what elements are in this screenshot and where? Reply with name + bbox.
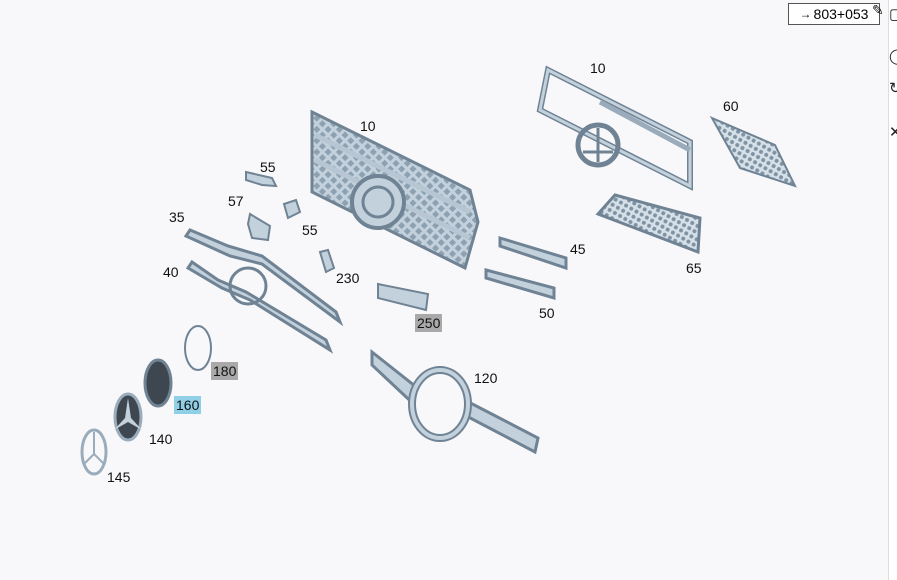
arrow-right-icon: →: [799, 7, 812, 21]
mesh-insert-part-60[interactable]: [709, 115, 797, 188]
trim-emblem-ring: [228, 266, 268, 306]
callout-65[interactable]: 65: [686, 260, 702, 276]
callout-57[interactable]: 57: [228, 193, 244, 209]
callout-55-upper[interactable]: 55: [260, 159, 276, 175]
callout-50[interactable]: 50: [539, 305, 555, 321]
zoom-icon[interactable]: ◯: [889, 48, 897, 66]
edit-icon[interactable]: ✎: [872, 2, 884, 18]
bracket-part-230[interactable]: [318, 248, 336, 274]
trim-strip-part-50[interactable]: [484, 268, 556, 301]
lower-mesh-part-65[interactable]: [595, 193, 702, 255]
callout-10-frame[interactable]: 10: [590, 60, 606, 76]
clip-part-55-lower[interactable]: [282, 198, 302, 220]
close-icon[interactable]: ✕: [889, 124, 897, 141]
ring-part-180[interactable]: [184, 325, 212, 371]
refresh-icon[interactable]: ↻: [889, 80, 897, 97]
reference-link-box[interactable]: → 803+053: [788, 3, 880, 25]
star-emblem-part-145[interactable]: [80, 428, 108, 476]
main-grille-part-10[interactable]: [310, 109, 480, 271]
callout-140[interactable]: 140: [149, 431, 173, 447]
callout-60[interactable]: 60: [723, 98, 739, 114]
callout-230[interactable]: 230: [336, 270, 360, 286]
callout-45[interactable]: 45: [570, 241, 586, 257]
trim-strip-part-35[interactable]: [183, 228, 344, 327]
star-emblem-part-140[interactable]: [113, 392, 143, 442]
trim-strip-part-45[interactable]: [498, 235, 568, 271]
callout-250[interactable]: 250: [415, 314, 443, 332]
callout-55-lower[interactable]: 55: [302, 222, 318, 238]
callout-10-main-grille[interactable]: 10: [360, 118, 376, 134]
callout-145[interactable]: 145: [107, 469, 131, 485]
cover-disc-part-160[interactable]: [143, 358, 173, 408]
callout-35[interactable]: 35: [169, 209, 185, 225]
sensor-part-250[interactable]: [377, 282, 430, 312]
callout-180[interactable]: 180: [211, 362, 239, 380]
callout-160[interactable]: 160: [174, 396, 202, 414]
side-toolbar: [888, 0, 897, 580]
reference-label: 803+053: [813, 6, 869, 22]
clip-part-57[interactable]: [246, 212, 272, 242]
callout-40[interactable]: 40: [163, 264, 179, 280]
clip-part-55-upper[interactable]: [245, 170, 278, 188]
copy-icon[interactable]: ▢: [889, 6, 897, 23]
grille-frame-part-10[interactable]: [536, 65, 693, 191]
emblem-frame-part-120[interactable]: [370, 348, 540, 455]
callout-120[interactable]: 120: [474, 370, 498, 386]
